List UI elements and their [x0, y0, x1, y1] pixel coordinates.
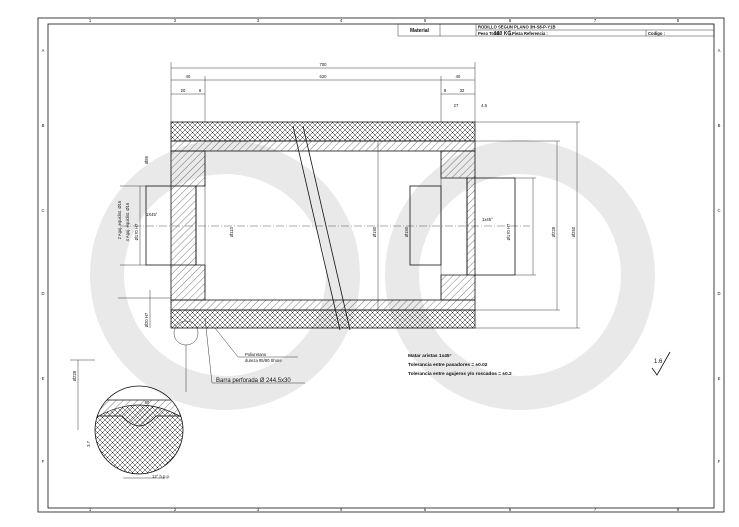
material-label: Material [410, 28, 430, 34]
weight-label: Peso Total: [478, 31, 500, 36]
dim-dia-228: Ø228 [551, 226, 556, 237]
dim-chamfer-left: 1X45° [146, 212, 158, 217]
row-label: A [718, 48, 721, 53]
row-grid-labels: A B C D E F A B C D E F [41, 48, 720, 464]
row-label: A [42, 48, 45, 53]
tube-wall-bottom [170, 299, 476, 311]
column-label: 3 [257, 507, 260, 512]
row-label: C [717, 208, 720, 213]
column-label: 6 [509, 507, 512, 512]
column-label: 4 [340, 18, 343, 23]
tube-wall-top [170, 140, 476, 152]
callouts: Poliuretano dureza 85/90 Shore Barra per… [204, 317, 305, 384]
dim-right-tol-a: 27 [454, 103, 459, 108]
dim-dia-110: Ø110 [229, 226, 234, 237]
row-label: D [717, 291, 720, 296]
column-label: 7 [594, 507, 597, 512]
column-grid-labels: 1 2 3 4 5 6 7 8 1 2 3 4 5 6 7 8 [89, 18, 680, 512]
surface-finish-value: 1.6 [654, 359, 663, 365]
column-label: 8 [677, 18, 680, 23]
dim-right-sub-a: 8 [444, 88, 447, 93]
column-label: 3 [257, 18, 260, 23]
right-end-cap [440, 150, 476, 301]
dim-dia-170-left: Ø170 H7 [134, 223, 139, 240]
label-tube: Barra perforada Ø 244.5x30 [216, 378, 291, 384]
column-label: 8 [677, 507, 680, 512]
dim-detail-angle: 12° h.p.p. [152, 474, 170, 479]
roller-section [145, 121, 516, 331]
dim-left-end: 40 [186, 74, 191, 79]
dim-dia-86: Ø86 [144, 155, 149, 164]
outer-border [37, 17, 725, 513]
row-label: F [42, 459, 45, 464]
column-label: 2 [174, 18, 177, 23]
dim-bore-holes-4: 4 Aguj. equidist. Ø16 [125, 202, 130, 241]
column-label: 4 [340, 507, 343, 512]
dim-chamfer-right: 1x45° [482, 217, 493, 222]
left-end-cap [170, 150, 206, 301]
dim-detail-80: 80 [145, 400, 150, 405]
column-label: 7 [594, 18, 597, 23]
row-label: D [41, 291, 44, 296]
watermark-logo [90, 140, 655, 410]
row-label: E [42, 376, 45, 381]
row-label: E [718, 376, 721, 381]
label-polyurethane: Poliuretano [245, 352, 267, 357]
dim-dia-150: Ø150 [404, 226, 409, 237]
dim-dia-250: Ø250 [571, 226, 576, 237]
note-line-3: Tolerancia entre agujeros y/o roscados =… [408, 371, 512, 377]
column-label: 5 [424, 507, 427, 512]
part-description: RODILLO SEGUN PLANO 3H-S8-P-Y1B [478, 25, 555, 30]
dim-dia-20: Ø20 H7 [144, 312, 149, 327]
surface-finish-symbol: 1.6 [651, 351, 671, 376]
dimensions: 700 40 620 40 20 8 8 32 27 4.5 Ø250 Ø228… [117, 62, 580, 329]
dim-left-sub-a: 20 [181, 88, 186, 93]
dim-dia-190: Ø190 [372, 226, 377, 237]
column-label: 5 [424, 18, 427, 23]
note-line-2: Tolerancia entre pasadores = ±0.02 [408, 362, 488, 368]
dim-detail-37: 3.7 [86, 440, 91, 446]
row-label: C [41, 208, 44, 213]
label-polyurethane-hardness: dureza 85/90 Shore [245, 358, 282, 363]
row-label: B [718, 123, 721, 128]
weight-value: 160 KG. [494, 31, 513, 37]
break-line [302, 125, 351, 331]
dim-dia-170-right: Ø170 H7 [506, 223, 511, 240]
row-label: F [718, 459, 721, 464]
note-line-1: Matar aristas 1x45° [408, 353, 452, 359]
break-line [292, 125, 341, 331]
dim-bore-holes-2: 2 Aguj. equidist. Ø16 [117, 200, 122, 239]
row-label: B [42, 123, 45, 128]
detail-view: Ø228 3.7 80 12° h.p.p. [70, 320, 199, 479]
column-label: 1 [89, 18, 92, 23]
column-label: 1 [89, 507, 92, 512]
coating-bottom [170, 309, 476, 329]
inner-border [47, 23, 715, 509]
dim-right-end: 40 [456, 74, 461, 79]
title-block: Material RODILLO SEGUN PLANO 3H-S8-P-Y1B… [397, 23, 715, 37]
dim-middle: 620 [320, 74, 328, 79]
dim-right-sub-b: 32 [460, 88, 465, 93]
dim-detail-228: Ø228 [72, 370, 77, 381]
general-notes: Matar aristas 1x45° Tolerancia entre pas… [408, 353, 512, 377]
code-label: Codigo : [648, 31, 665, 36]
dim-right-tol-b: 4.5 [481, 103, 487, 108]
dim-left-sub-b: 8 [199, 88, 202, 93]
column-label: 2 [174, 507, 177, 512]
coating-top [170, 121, 476, 142]
reference-label: Pieza Referencia : [512, 31, 548, 36]
column-label: 6 [509, 18, 512, 23]
dim-overall-length: 700 [320, 62, 328, 67]
